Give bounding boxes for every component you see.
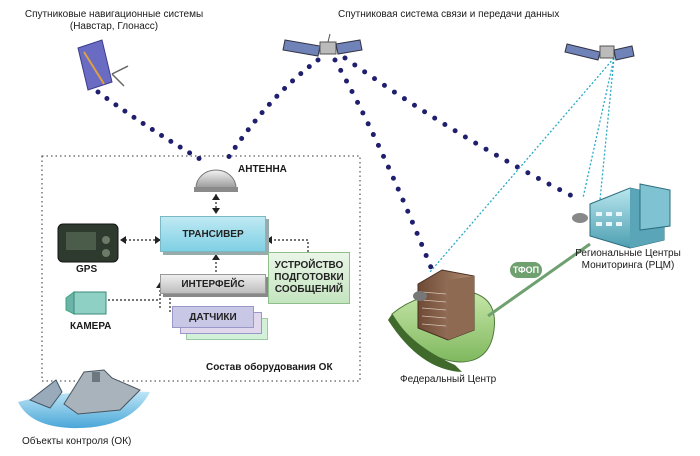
regional-satellite-beams	[429, 57, 615, 273]
message-device-line1: УСТРОЙСТВО	[274, 260, 344, 271]
transceiver-block: ТРАНСИВЕР	[160, 216, 266, 252]
regional-buildings-icon	[572, 183, 671, 249]
nav-satellite-icon	[77, 39, 129, 91]
tfop-badge: ТФОП	[510, 262, 542, 278]
message-device-line3: СООБЩЕНИЙ	[274, 284, 344, 295]
camera-icon	[65, 291, 107, 315]
link-comm-to-federal	[332, 57, 435, 273]
link-comm-to-antenna	[225, 57, 321, 161]
regional-line2: Мониторинга (РЦМ)	[581, 260, 675, 271]
link-nav-to-antenna	[95, 89, 208, 165]
antenna-dome-icon	[194, 169, 238, 192]
message-device-line2: ПОДГОТОВКИ	[274, 272, 344, 283]
equipment-caption: Состав оборудования ОК	[206, 362, 333, 373]
federal-center-caption: Федеральный Центр	[400, 374, 497, 385]
comm-satellite-icon	[282, 33, 363, 57]
gps-device-icon	[57, 223, 119, 263]
regional-center-caption: Региональные Центры Мониторинга (РЦМ)	[558, 248, 698, 272]
regional-line1: Региональные Центры	[575, 248, 681, 259]
nav-systems-line2: (Навстар, Глонасс)	[69, 21, 159, 32]
objects-caption: Объекты контроля (ОК)	[22, 436, 132, 447]
interface-block: ИНТЕРФЕЙС	[160, 274, 266, 294]
tfop-link	[487, 242, 591, 318]
satellite-links	[95, 55, 583, 273]
sensors-block: ДАТЧИКИ	[172, 306, 254, 328]
federal-building-icon	[413, 269, 475, 341]
ships-icon	[18, 369, 150, 429]
message-device-block: УСТРОЙСТВО ПОДГОТОВКИ СООБЩЕНИЙ	[268, 252, 350, 304]
gps-label: GPS	[76, 264, 98, 275]
nav-systems-line1: Спутниковые навигационные системы	[24, 9, 204, 20]
nav-systems-title: Спутниковые навигационные системы (Навст…	[2, 9, 226, 33]
comm-system-title: Спутниковая система связи и передачи дан…	[338, 9, 560, 20]
link-comm-to-regional	[342, 55, 583, 203]
camera-label: КАМЕРА	[70, 321, 112, 332]
regional-satellite-icon	[564, 43, 635, 61]
antenna-label: АНТЕННА	[238, 164, 287, 175]
equipment-border	[41, 155, 361, 382]
